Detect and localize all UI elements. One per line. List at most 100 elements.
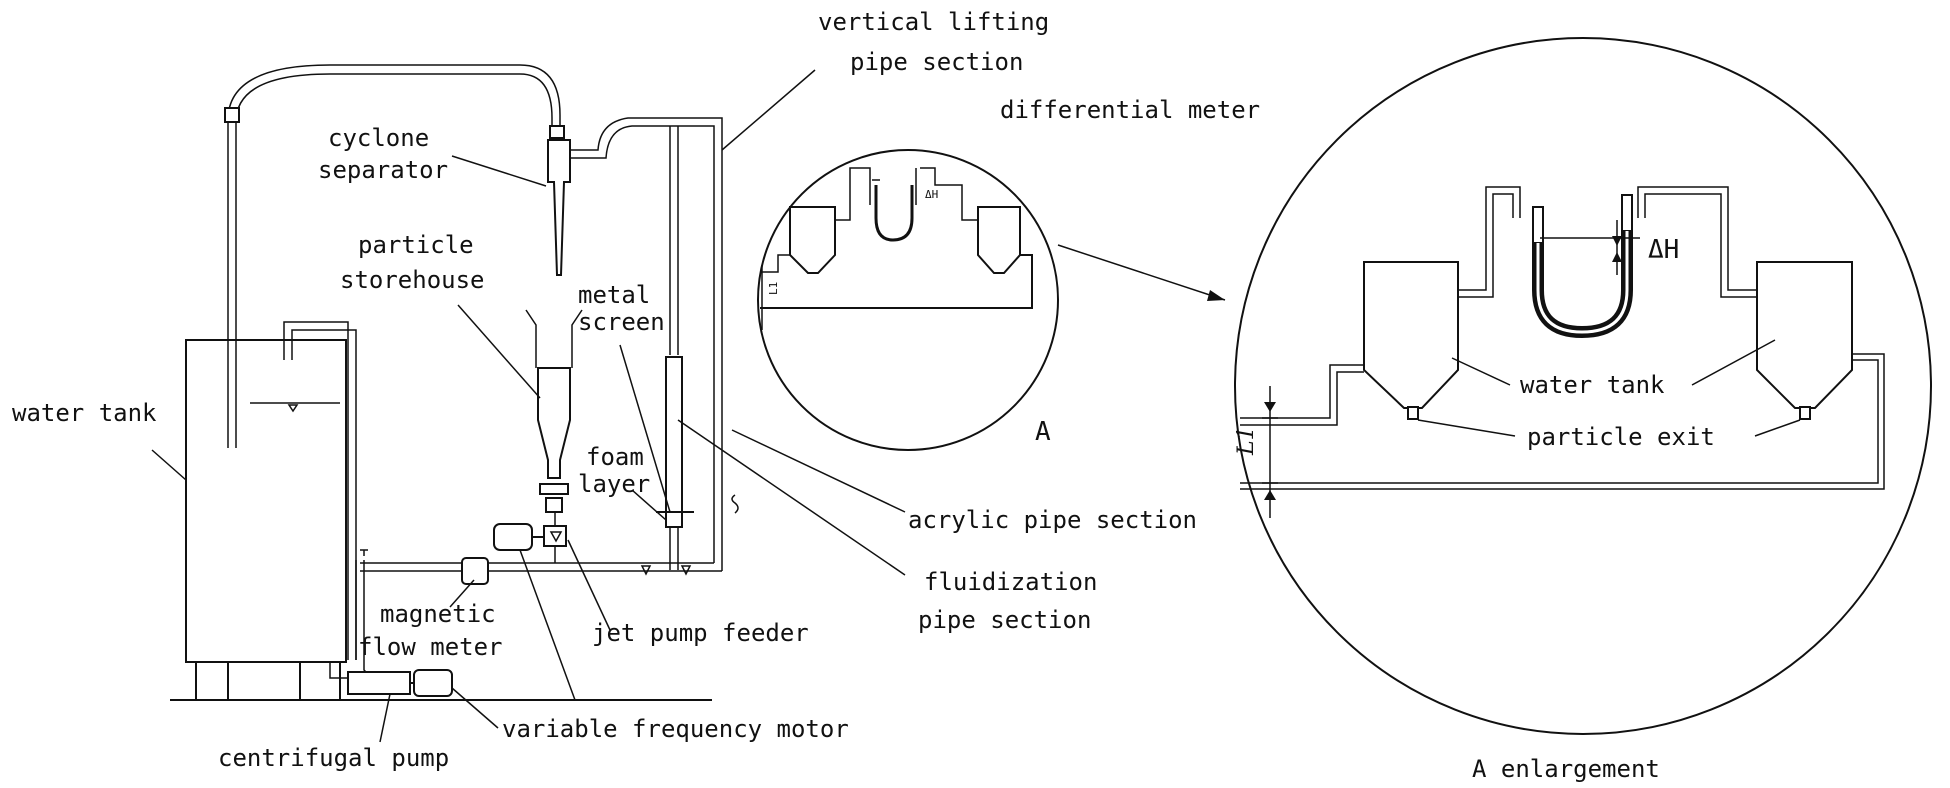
leader-cyclone — [451, 155, 547, 187]
water-tank — [185, 339, 347, 663]
label-centrifugal: centrifugal pump — [218, 744, 449, 772]
label-foam-2: layer — [578, 470, 650, 498]
enl-leader-water-tank — [1451, 357, 1511, 386]
pipe-fitting — [549, 125, 565, 139]
enl-link-left — [1458, 186, 1521, 291]
leader-metal-screen — [619, 344, 671, 513]
detail-tank-right — [977, 206, 1021, 274]
variable-frequency-motor — [413, 669, 453, 697]
enl-u-tube — [1532, 231, 1633, 339]
particle-storehouse — [537, 367, 571, 479]
detail-circle — [757, 149, 1059, 451]
cyclone-inlet-pipe-inner — [570, 125, 715, 455]
suction-pipe — [329, 662, 348, 679]
label-particle-1: particle — [358, 231, 474, 259]
label-magnetic-1: magnetic — [380, 600, 496, 628]
leader-jet-motor — [519, 549, 576, 701]
labels-main: vertical lifting pipe section differenti… — [12, 8, 1660, 783]
leader-vf-motor — [451, 687, 499, 729]
leader-lines-main — [151, 69, 906, 743]
cyclone-inlet-pipe — [570, 117, 723, 455]
enl-main-pipe-inner — [1240, 353, 1885, 490]
label-cyclone-2: separator — [318, 156, 448, 184]
label-vertical-lifting-2: pipe section — [850, 48, 1023, 76]
leader-vertical-lifting — [721, 69, 816, 151]
leader-magnetic — [449, 579, 475, 608]
enl-inlet-inner — [1240, 371, 1364, 426]
detail-inlet — [760, 254, 790, 273]
label-water-tank: water tank — [12, 399, 157, 427]
valve-mark — [680, 565, 692, 576]
enl-main-pipe — [1240, 359, 1879, 484]
leader-storehouse — [457, 304, 541, 399]
detail-a: ΔH L1 A — [757, 149, 1059, 451]
label-differential-meter: differential meter — [1000, 96, 1260, 124]
arrow-line — [1057, 244, 1226, 301]
cyclone-separator — [547, 139, 571, 276]
label-foam-1: foam — [586, 443, 644, 471]
enl-l-arrow — [1264, 490, 1276, 500]
label-particle-2: storehouse — [340, 266, 485, 294]
enl-l-arrow — [1264, 402, 1276, 412]
enlargement-arrow — [1057, 244, 1226, 301]
enl-leader-water-tank — [1691, 339, 1776, 386]
enl-particle-exit-left — [1407, 406, 1419, 420]
return-pipe-outer — [227, 64, 561, 448]
leader-acrylic — [731, 429, 906, 513]
detail-a-label: A — [1035, 417, 1051, 447]
enl-link-left-inner — [1458, 193, 1514, 298]
label-metal-2: screen — [578, 308, 665, 336]
hopper-funnel-right — [571, 309, 583, 368]
valve-mark — [360, 549, 368, 556]
enlargement-circle — [1234, 37, 1932, 735]
acrylic-pipe-section — [665, 356, 683, 528]
leader-foam-layer — [631, 489, 667, 521]
return-pipe-inner — [235, 73, 553, 448]
label-fluidization-2: pipe section — [918, 606, 1091, 634]
label-cyclone-1: cyclone — [328, 124, 429, 152]
enl-tube-fitting — [1621, 194, 1633, 232]
label-acrylic: acrylic pipe section — [908, 506, 1197, 534]
feed-pipe — [363, 560, 373, 686]
water-level-mark — [287, 404, 299, 413]
centrifugal-pump — [347, 671, 411, 695]
sensor-mark — [731, 494, 739, 514]
jet-pump-feeder — [543, 525, 567, 547]
enl-dh-arrowhead — [1612, 252, 1622, 262]
pipe-fitting — [224, 107, 240, 123]
label-fluidization-1: fluidization — [924, 568, 1097, 596]
detail-link-left — [835, 167, 871, 221]
leader-jet-pump — [567, 539, 611, 631]
enl-tank-left — [1363, 261, 1459, 409]
label-metal-1: metal — [578, 281, 650, 309]
enl-tank-right — [1756, 261, 1853, 409]
enl-l-label: L1 — [1234, 426, 1259, 456]
leader-fluidization — [677, 419, 906, 576]
enl-dh-arrowhead — [1612, 236, 1622, 246]
enl-particle-exit-right — [1799, 406, 1811, 420]
valve-flange — [539, 483, 569, 495]
tank-inlet-pipe — [283, 321, 349, 660]
leader-centrifugal — [379, 693, 391, 743]
label-enlargement-caption: A enlargement — [1472, 755, 1660, 783]
enl-dh-label: ΔH — [1648, 235, 1679, 265]
leader-water-tank — [151, 449, 187, 481]
enl-water-tank-label: water tank — [1520, 371, 1665, 399]
detail-link-right — [920, 167, 978, 221]
label-vertical-lifting-1: vertical lifting — [818, 8, 1049, 36]
enl-leader-particle-exit — [1754, 419, 1801, 437]
jet-pump-symbol — [549, 531, 563, 543]
enl-link-right-inner — [1644, 193, 1757, 298]
label-jet-pump: jet pump feeder — [592, 619, 809, 647]
arrow-head — [1207, 290, 1225, 301]
hopper-funnel-left — [525, 309, 537, 368]
main-rig — [170, 64, 739, 701]
enl-link-right — [1637, 186, 1757, 291]
detail-tank-left — [789, 206, 836, 274]
detail-l-label: L1 — [767, 282, 780, 295]
jet-pump-motor — [493, 523, 533, 551]
tank-inlet-pipe-inner — [291, 329, 357, 660]
valve-mark — [640, 565, 652, 576]
magnetic-flow-meter — [461, 557, 489, 585]
enl-inlet — [1240, 364, 1364, 419]
